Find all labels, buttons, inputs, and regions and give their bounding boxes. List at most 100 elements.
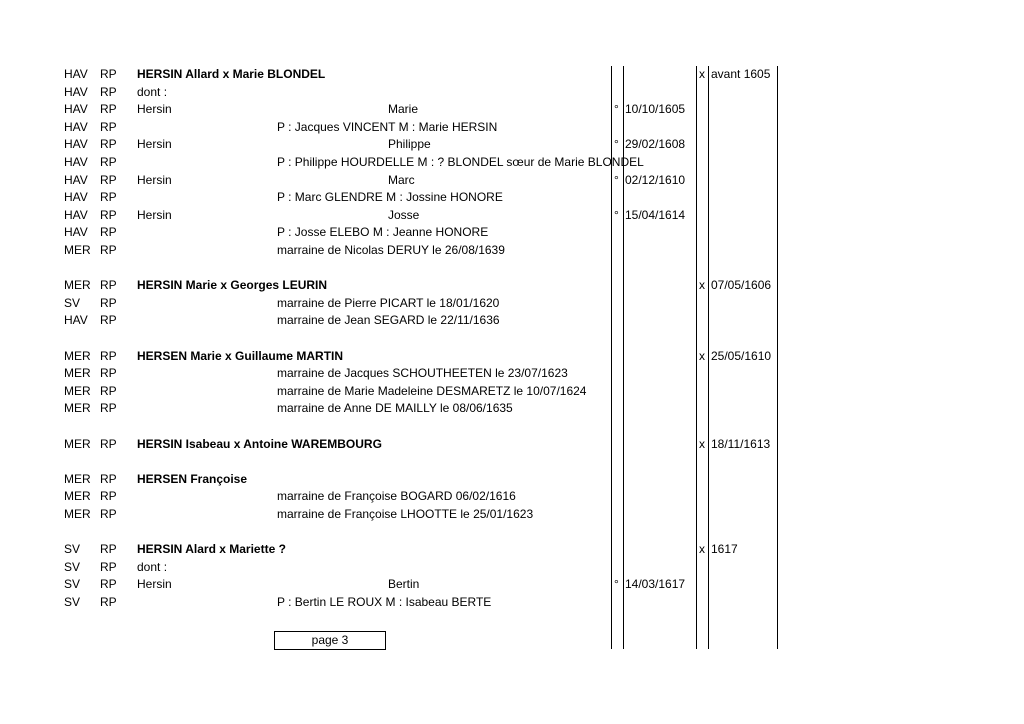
detail-text: marraine de Marie Madeleine DESMARETZ le…: [277, 383, 587, 398]
table-row: HAV RP P : Josse ELEBO M : Jeanne HONORE: [0, 224, 1024, 241]
marriage-date: 07/05/1606: [711, 278, 772, 293]
source-code: RP: [100, 243, 117, 257]
place-code: MER: [64, 366, 91, 381]
place-code: HAV: [64, 172, 88, 187]
person-name: Hersin: [137, 577, 172, 592]
source-code: RP: [100, 84, 117, 99]
first-name: Philippe: [388, 137, 431, 152]
person-name: dont :: [137, 84, 168, 99]
blank-row: [0, 260, 1024, 277]
column-rule: [708, 66, 709, 649]
birth-date: 14/03/1617: [625, 577, 686, 592]
column-rule: [623, 66, 624, 649]
person-name: HERSIN Alard x Mariette ?: [137, 542, 286, 557]
place-code: MER: [64, 243, 91, 257]
detail-text: marraine de Françoise BOGARD 06/02/1616: [277, 489, 516, 504]
source-code: RP: [100, 471, 117, 486]
place-code: MER: [64, 278, 91, 293]
detail-text: marraine de Nicolas DERUY le 26/08/1639: [277, 243, 505, 257]
marriage-date: avant 1605: [711, 67, 771, 81]
source-code: RP: [100, 207, 117, 222]
place-code: HAV: [64, 225, 88, 240]
place-code: MER: [64, 471, 91, 486]
place-code: SV: [64, 542, 81, 557]
source-code: RP: [100, 542, 117, 557]
place-code: HAV: [64, 190, 88, 205]
marriage-marker: x: [699, 278, 705, 293]
source-code: RP: [100, 489, 117, 504]
source-code: RP: [100, 401, 117, 416]
first-name: Marie: [388, 102, 419, 117]
birth-marker: °: [614, 577, 619, 592]
source-code: RP: [100, 67, 117, 81]
table-row: HAV RP P : Marc GLENDRE M : Jossine HONORE: [0, 189, 1024, 206]
source-code: RP: [100, 190, 117, 205]
source-code: RP: [100, 507, 117, 521]
place-code: MER: [64, 489, 91, 504]
place-code: HAV: [64, 313, 88, 328]
detail-text: P : Philippe HOURDELLE M : ? BLONDEL sœu…: [277, 155, 644, 169]
birth-marker: °: [614, 102, 619, 117]
place-code: SV: [64, 595, 81, 609]
marriage-date: 1617: [711, 542, 738, 557]
source-code: RP: [100, 119, 117, 134]
detail-text: marraine de Pierre PICART le 18/01/1620: [277, 295, 500, 310]
detail-text: marraine de Jacques SCHOUTHEETEN le 23/0…: [277, 366, 568, 381]
source-code: RP: [100, 577, 117, 592]
place-code: HAV: [64, 102, 88, 117]
person-name: HERSEN Françoise: [137, 471, 248, 486]
source-code: RP: [100, 225, 117, 240]
detail-text: P : Josse ELEBO M : Jeanne HONORE: [277, 225, 489, 240]
birth-marker: °: [614, 137, 619, 152]
person-name: HERSIN Allard x Marie BLONDEL: [137, 67, 326, 81]
detail-text: marraine de Françoise LHOOTTE le 25/01/1…: [277, 507, 534, 521]
place-code: SV: [64, 559, 81, 574]
birth-date: 29/02/1608: [625, 137, 686, 152]
table-row: MER RP marraine de Nicolas DERUY le 26/08/…: [0, 242, 1024, 259]
table-row: HAV RP dont :: [0, 84, 1024, 101]
detail-text: marraine de Anne DE MAILLY le 08/06/1635: [277, 401, 513, 416]
table-row: MER RP marraine de Jacques SCHOUTHEETEN le…: [0, 365, 1024, 382]
place-code: SV: [64, 577, 81, 592]
place-code: HAV: [64, 84, 88, 99]
first-name: Bertin: [388, 577, 420, 592]
place-code: SV: [64, 295, 81, 310]
place-code: MER: [64, 436, 91, 451]
table-row: MER RP HERSEN Françoise: [0, 471, 1024, 488]
detail-text: P : Marc GLENDRE M : Jossine HONORE: [277, 190, 503, 205]
column-rule: [777, 66, 778, 649]
source-code: RP: [100, 137, 117, 152]
source-code: RP: [100, 102, 117, 117]
birth-date: 15/04/1614: [625, 207, 686, 222]
place-code: HAV: [64, 137, 88, 152]
place-code: HAV: [64, 67, 88, 81]
person-name: HERSEN Marie x Guillaume MARTIN: [137, 348, 344, 363]
blank-row: [0, 524, 1024, 541]
person-name: Hersin: [137, 207, 172, 222]
marriage-marker: x: [699, 436, 705, 451]
marriage-marker: x: [699, 542, 705, 557]
detail-text: marraine de Jean SEGARD le 22/11/1636: [277, 313, 500, 328]
person-name: HERSIN Isabeau x Antoine WAREMBOURG: [137, 436, 382, 451]
page-number: page 3: [311, 633, 349, 647]
source-code: RP: [100, 559, 117, 574]
first-name: Josse: [388, 207, 420, 222]
table-row: SV RP Hersin Bertin ° 14/03/1617: [0, 576, 1024, 593]
blank-row: [0, 330, 1024, 347]
source-code: RP: [100, 155, 117, 169]
birth-marker: °: [614, 207, 619, 222]
source-code: RP: [100, 366, 117, 381]
